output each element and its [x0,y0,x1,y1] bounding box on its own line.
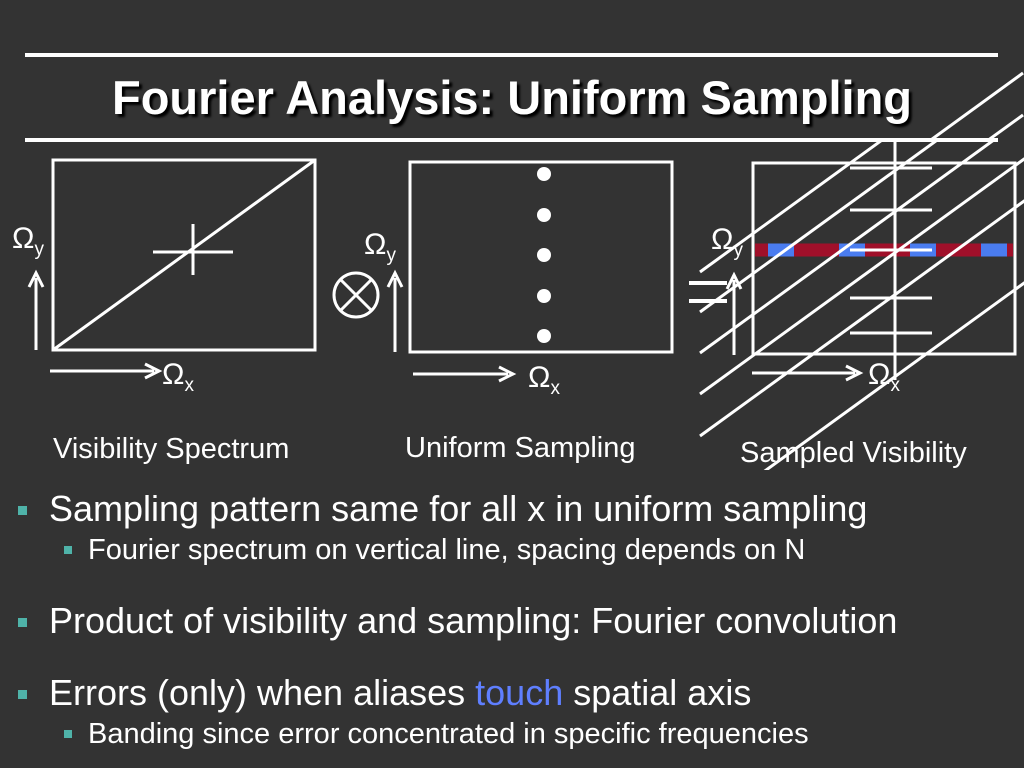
sample-dot [537,329,551,343]
alias-diagonal [763,281,1024,470]
right-omega-y-arrowhead [725,271,743,290]
bullet-1: Sampling pattern same for all x in unifo… [18,488,867,530]
sample-dot [537,167,551,181]
caption-sampled-visibility: Sampled Visibility [740,437,967,469]
alias-diagonal [699,199,1024,438]
mid-omega-x-label: Ωx [528,361,560,399]
visibility-spectrum-panel [34,158,317,373]
left-omega-y-label: Ωy [12,222,44,260]
highlight-touch: touch [475,672,564,713]
bullet-marker [18,506,27,515]
alias-diagonal [699,157,1024,396]
uniform-sampling-panel [386,160,674,383]
sampling-box [408,160,674,354]
caption-visibility-spectrum: Visibility Spectrum [53,433,290,465]
alias-diagonal [699,140,940,314]
sample-dots [537,167,551,343]
bullet-2: Product of visibility and sampling: Four… [18,600,897,642]
right-omega-y-label: Ωy [711,223,743,261]
spectrum-box [51,158,317,352]
alias-diagonal [699,140,885,274]
equals-operator [689,281,727,303]
fourier-diagram [27,140,1024,470]
convolve-operator [332,271,380,319]
sample-dot [537,289,551,303]
mid-omega-y-label: Ωy [364,228,396,266]
slide-title: Fourier Analysis: Uniform Sampling [112,71,912,124]
sub-bullet-1: Fourier spectrum on vertical line, spaci… [64,534,805,567]
sampled-visibility-panel [699,140,1024,470]
spectrum-diagonal [52,158,316,352]
mid-omega-x-arrowhead [498,365,517,383]
left-omega-y-arrowhead [27,269,45,288]
caption-uniform-sampling: Uniform Sampling [405,432,636,464]
bullet-marker [18,618,27,627]
sub-bullet-marker [64,730,72,738]
left-omega-x-label: Ωx [162,358,194,396]
left-omega-x-arrowhead [144,362,163,380]
right-omega-x-arrowhead [845,364,864,382]
mid-omega-y-arrowhead [386,269,404,288]
title-underline [25,138,998,142]
right-omega-x-label: Ωx [868,358,900,396]
alias-diagonal [699,140,997,355]
sample-dot [537,248,551,262]
sampled-box [751,161,1017,356]
bullet-3: Errors (only) when aliases touch spatial… [18,672,751,714]
sub-bullet-3: Banding since error concentrated in spec… [64,718,809,751]
bullet-marker [18,690,27,699]
top-rule [25,53,998,57]
alias-diagonals-upper [928,71,1024,140]
sample-dot [537,208,551,222]
sub-bullet-marker [64,546,72,554]
